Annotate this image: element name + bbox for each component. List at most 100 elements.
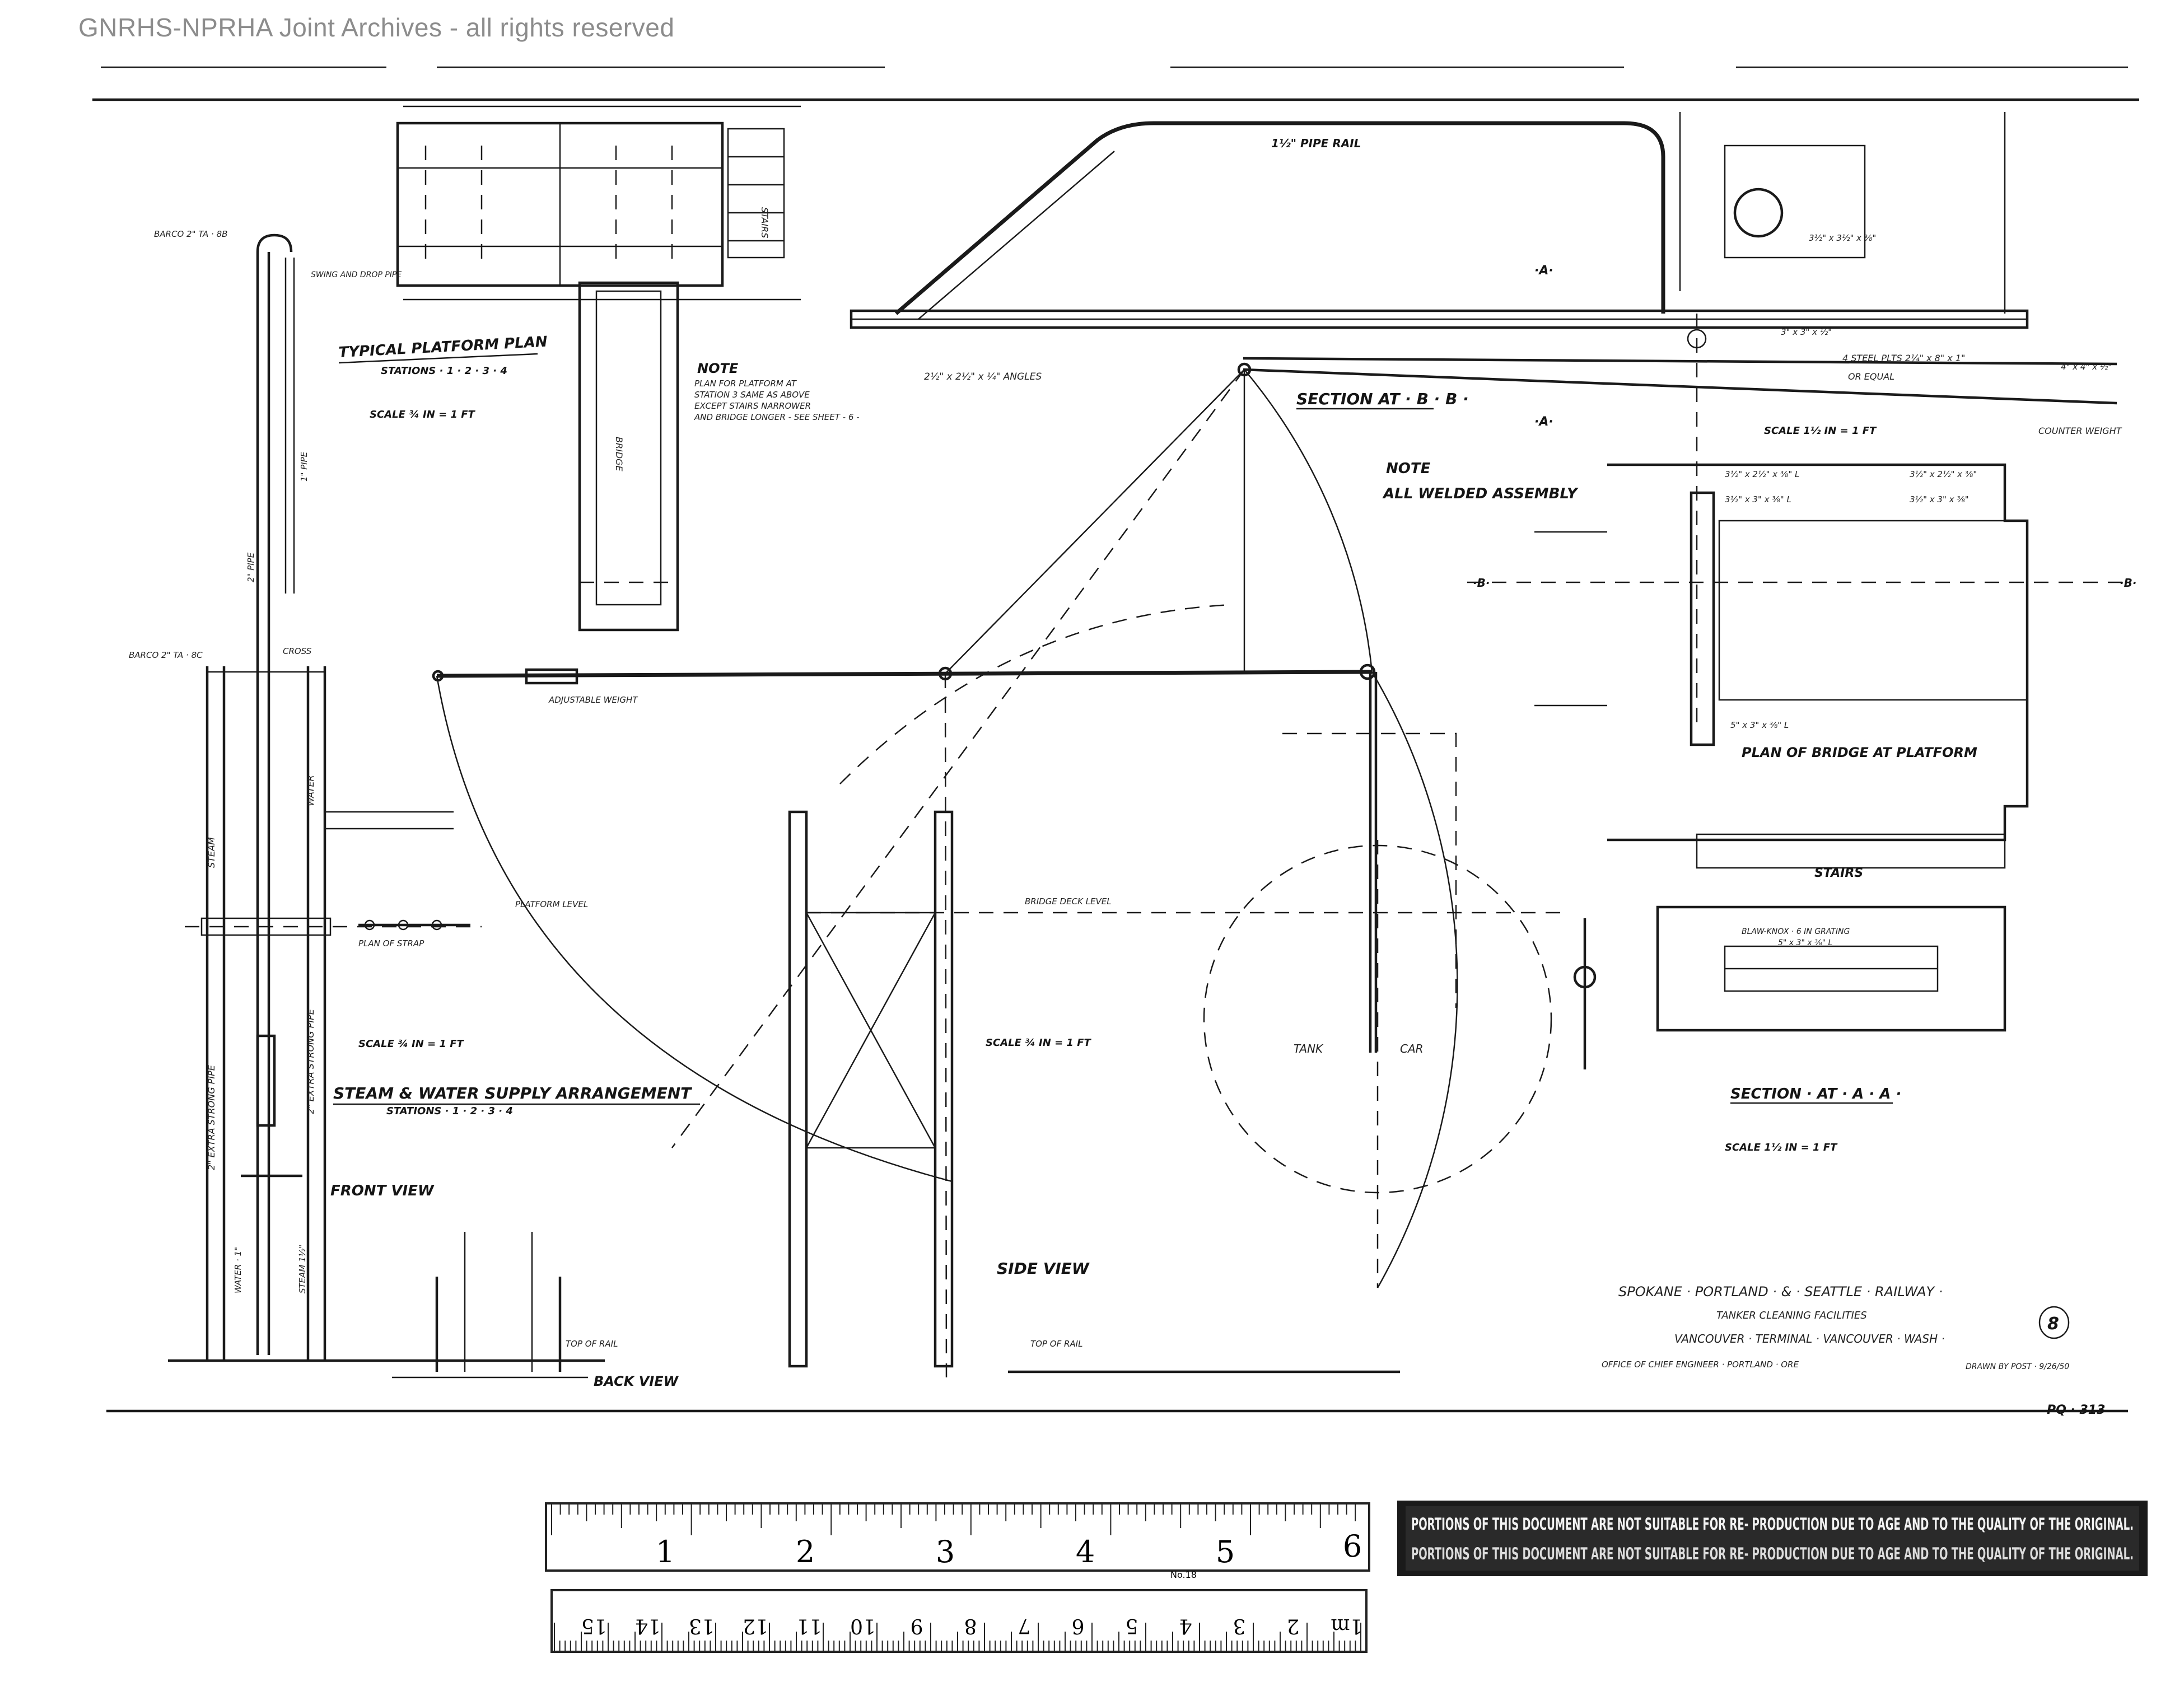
- cut-label-b: ·B·: [2120, 576, 2136, 590]
- ruler-cm-label: 15: [581, 1614, 607, 1637]
- drawing-number: PQ · 313: [2047, 1403, 2105, 1417]
- sheet-number: 8: [2047, 1314, 2059, 1334]
- typical-platform-plan: TYPICAL PLATFORM PLAN STATIONS · 1 · 2 ·…: [338, 105, 860, 632]
- section-aa-angle-label: 5" x 3" x ⅜" L: [1778, 938, 1832, 947]
- ruler-inch-label: 3: [936, 1534, 955, 1569]
- angle-size-label: 3½" x 3½" x ⅜": [1809, 233, 1876, 243]
- platform-note-line: AND BRIDGE LONGER - SEE SHEET - 6 -: [694, 412, 860, 422]
- plan-angle-label: 3½" x 3" x ⅜" L: [1725, 494, 1791, 504]
- steel-plates-label: 4 STEEL PLTS 2¼" x 8" x 1": [1842, 353, 1965, 363]
- archive-watermark: GNRHS-NPRHA Joint Archives - all rights …: [78, 13, 675, 42]
- general-note: NOTE ALL WELDED ASSEMBLY: [1382, 460, 1579, 502]
- plan-angle-label: 5" x 3" x ⅜" L: [1730, 720, 1789, 730]
- section-aa-scale: SCALE 1½ IN = 1 FT: [1725, 1142, 1838, 1153]
- ruler-inch-label: 5: [1216, 1534, 1235, 1569]
- drawn-by: DRAWN BY POST · 9/26/50: [1966, 1362, 2069, 1371]
- ruler-cm-label: 6: [1072, 1614, 1085, 1637]
- or-equal-label: OR EQUAL: [1848, 371, 1894, 382]
- angles-label: 2½" x 2½" x ¼" ANGLES: [924, 371, 1042, 382]
- angle-size-label: 3" x 3" x ½": [1781, 327, 1832, 337]
- bridge-label: BRIDGE: [614, 437, 624, 472]
- grating-label: BLAW-KNOX · 6 IN GRATING: [1742, 927, 1850, 936]
- steam-label: STEAM 1½": [297, 1245, 307, 1293]
- cm-ticks: [554, 1623, 1361, 1651]
- platform-plan-stations: STATIONS · 1 · 2 · 3 · 4: [381, 365, 507, 377]
- ruler-cm-label: 2: [1287, 1614, 1300, 1637]
- extra-strong-pipe-label: 2" EXTRA STRONG PIPE: [305, 1008, 316, 1114]
- back-view-title: BACK VIEW: [594, 1373, 679, 1389]
- platform-plan-scale: SCALE ¾ IN = 1 FT: [370, 409, 476, 421]
- plan-angle-label: 3½" x 2½" x ⅜" L: [1725, 469, 1799, 479]
- ruler-inch-label: 6: [1343, 1529, 1362, 1564]
- barco-valve-label: BARCO 2" TA · 8B: [154, 229, 227, 239]
- stairs-label: STAIRS: [759, 207, 770, 238]
- bridge-deck-label: BRIDGE DECK LEVEL: [1025, 896, 1112, 907]
- top-of-rail-label: TOP OF RAIL: [566, 1339, 618, 1349]
- supply-stations: STATIONS · 1 · 2 · 3 · 4: [386, 1105, 513, 1117]
- drawing-location: VANCOUVER · TERMINAL · VANCOUVER · WASH …: [1674, 1332, 1945, 1345]
- ruler-cm-label: 4: [1179, 1614, 1192, 1637]
- ruler-inch-label: 1: [656, 1534, 675, 1569]
- steam-label: STEAM: [206, 837, 217, 868]
- section-bb: 1½" PIPE RAIL 2½" x 2½" x ¼" ANGLES SECT…: [850, 112, 2122, 728]
- steam-water-supply: BARCO 2" TA · 8B SWING AND DROP PIPE BAR…: [129, 229, 700, 1389]
- ruler-cm-label: 5: [1126, 1614, 1138, 1637]
- adjustable-weight-label: ADJUSTABLE WEIGHT: [548, 695, 638, 705]
- ruler-inch-label: 4: [1076, 1534, 1095, 1569]
- disclaimer-line: PORTIONS OF THIS DOCUMENT ARE NOT SUITAB…: [1411, 1544, 2134, 1563]
- pipe-1in-label: 1" PIPE: [299, 451, 309, 482]
- side-view-title: SIDE VIEW: [997, 1259, 1090, 1278]
- general-note-heading: NOTE: [1386, 460, 1431, 477]
- ruler-cm-label: 9: [911, 1614, 923, 1637]
- swing-pipe-label: SWING AND DROP PIPE: [311, 270, 402, 279]
- ruler-cm-label: 13: [689, 1614, 715, 1637]
- plan-of-bridge-title: PLAN OF BRIDGE AT PLATFORM: [1742, 745, 1977, 760]
- inch-ticks: [551, 1505, 1356, 1535]
- water-label: WATER: [305, 775, 316, 806]
- section-bb-scale: SCALE 1½ IN = 1 FT: [1764, 425, 1877, 437]
- reproduction-disclaimer: PORTIONS OF THIS DOCUMENT ARE NOT SUITAB…: [1397, 1501, 2148, 1576]
- plan-stairs-label: STAIRS: [1814, 866, 1863, 880]
- drawing-office: OFFICE OF CHIEF ENGINEER · PORTLAND · OR…: [1602, 1359, 1799, 1370]
- disclaimer-line: PORTIONS OF THIS DOCUMENT ARE NOT SUITAB…: [1411, 1515, 2134, 1534]
- ruler-cm-label: 7: [1018, 1614, 1031, 1637]
- front-view-title: FRONT VIEW: [330, 1183, 435, 1199]
- railway-name: SPOKANE · PORTLAND · & · SEATTLE · RAILW…: [1618, 1284, 1943, 1300]
- title-block: SPOKANE · PORTLAND · & · SEATTLE · RAILW…: [1602, 1284, 2105, 1417]
- pipe-rail-label: 1½" PIPE RAIL: [1271, 137, 1361, 150]
- ruler-cm-label: 11: [796, 1614, 822, 1637]
- plan-angle-label: 3½" x 3" x ⅜": [1910, 494, 1969, 504]
- ruler-cm-label: 12: [743, 1614, 768, 1637]
- plan-of-strap-label: PLAN OF STRAP: [358, 938, 424, 949]
- cut-label-a: ·A·: [1534, 264, 1553, 278]
- side-top-of-rail-label: TOP OF RAIL: [1030, 1339, 1082, 1349]
- water-1in-label: WATER · 1": [233, 1247, 243, 1293]
- ruler-cm-label: 3: [1233, 1614, 1246, 1637]
- side-view: ADJUSTABLE WEIGHT BRIDGE DECK LEVEL SCAL…: [432, 362, 1568, 1378]
- section-aa-title: SECTION · AT · A · A ·: [1730, 1086, 1901, 1102]
- plan-angle-label: 3½" x 2½" x ⅜": [1910, 469, 1977, 479]
- cut-label-b: ·B·: [1473, 576, 1490, 590]
- ruler-cm-label: 14: [635, 1614, 661, 1637]
- car-label: CAR: [1400, 1042, 1424, 1055]
- platform-plan-title: TYPICAL PLATFORM PLAN: [338, 333, 548, 361]
- general-note-text: ALL WELDED ASSEMBLY: [1382, 485, 1579, 502]
- barco-valve-label: BARCO 2" TA · 8C: [129, 650, 203, 660]
- platform-note-line: STATION 3 SAME AS ABOVE: [694, 390, 810, 400]
- plan-of-bridge: PLAN OF BRIDGE AT PLATFORM STAIRS 3½" x …: [1467, 463, 2136, 880]
- supply-title: STEAM & WATER SUPPLY ARRANGEMENT: [333, 1084, 692, 1102]
- section-bb-title: SECTION AT · B · B ·: [1296, 390, 1469, 408]
- sheet-border: [92, 66, 2139, 1413]
- ruler-cm-label: 8: [964, 1614, 977, 1637]
- cross-label: CROSS: [283, 646, 312, 656]
- counterweight-label: COUNTER WEIGHT: [2038, 426, 2122, 436]
- tank-label: TANK: [1294, 1042, 1324, 1055]
- drawing-subject: TANKER CLEANING FACILITIES: [1716, 1310, 1867, 1321]
- ruler-cm-label: 1m: [1331, 1614, 1362, 1637]
- side-view-scale: SCALE ¾ IN = 1 FT: [986, 1037, 1092, 1049]
- section-aa: SECTION · AT · A · A · SCALE 1½ IN = 1 F…: [1573, 905, 2006, 1153]
